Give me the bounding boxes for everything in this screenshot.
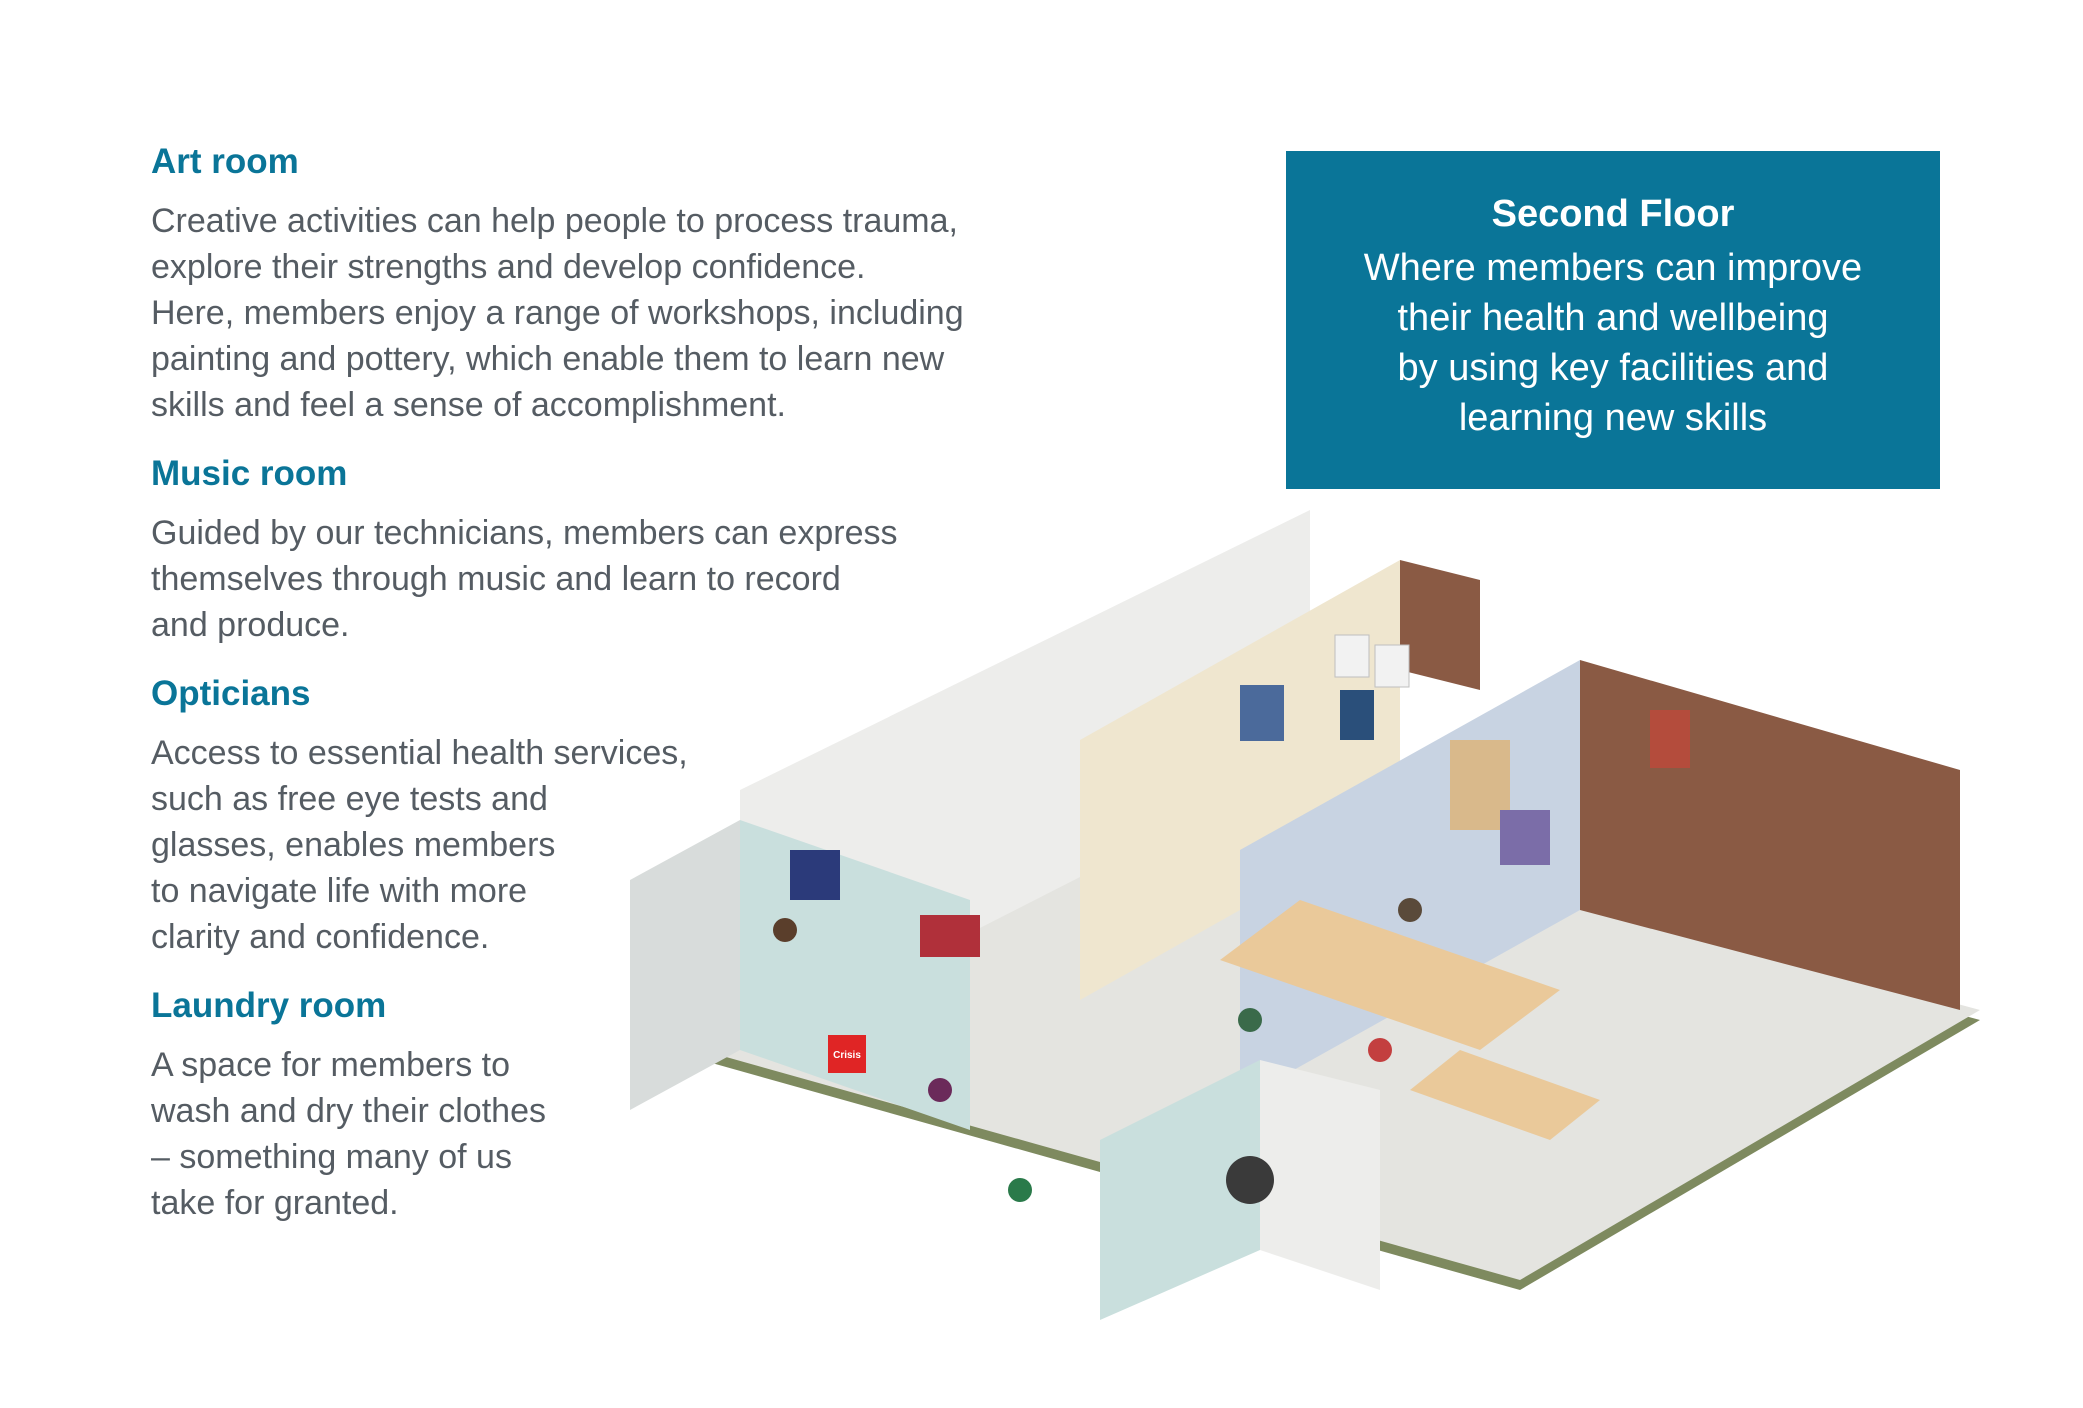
text-art-room: Creative activities can help people to p… <box>151 202 964 424</box>
second-floor-callout: Second Floor Where members can improve t… <box>1286 151 1940 489</box>
person-4 <box>1368 1038 1392 1062</box>
heading-opticians: Opticians <box>151 674 311 713</box>
person-1 <box>773 918 797 942</box>
person-2 <box>928 1078 952 1102</box>
person-3 <box>1238 1008 1262 1032</box>
painting-3 <box>1500 810 1550 865</box>
text-column: Art room Creative activities can help pe… <box>151 140 1091 1250</box>
text-music-room: Guided by our technicians, members can e… <box>151 514 898 644</box>
heading-art-room: Art room <box>151 142 299 181</box>
crisis-sign-label: Crisis <box>833 1050 861 1061</box>
isometric-floor-illustration: Crisis <box>630 510 1980 1320</box>
heading-music-room: Music room <box>151 454 348 493</box>
washing-machine-1 <box>1334 634 1370 678</box>
back-wall-cream <box>1080 560 1400 1000</box>
washing-machine-2 <box>1374 644 1410 688</box>
person-6 <box>1008 1178 1032 1202</box>
art-table-2 <box>1410 1050 1600 1140</box>
drum-kit <box>1226 1156 1274 1204</box>
music-wall <box>1260 1060 1380 1290</box>
opticians-wall <box>630 820 740 1110</box>
brick-chimney <box>1400 560 1480 690</box>
painting-2 <box>1240 685 1284 741</box>
art-table <box>1220 900 1560 1050</box>
callout-body: Where members can improve their health a… <box>1363 247 1863 439</box>
text-laundry-room: A space for members to wash and dry thei… <box>151 1046 546 1222</box>
callout-title: Second Floor <box>1491 193 1735 235</box>
painting-4 <box>1650 710 1690 768</box>
text-opticians: Access to essential health services, suc… <box>151 734 688 956</box>
heading-laundry-room: Laundry room <box>151 986 387 1025</box>
painting-5 <box>920 915 980 957</box>
painting-6 <box>1340 690 1374 740</box>
music-wall-teal <box>1100 1060 1260 1320</box>
crisis-sign <box>828 1035 866 1073</box>
painting-1 <box>790 850 840 900</box>
person-5 <box>1398 898 1422 922</box>
